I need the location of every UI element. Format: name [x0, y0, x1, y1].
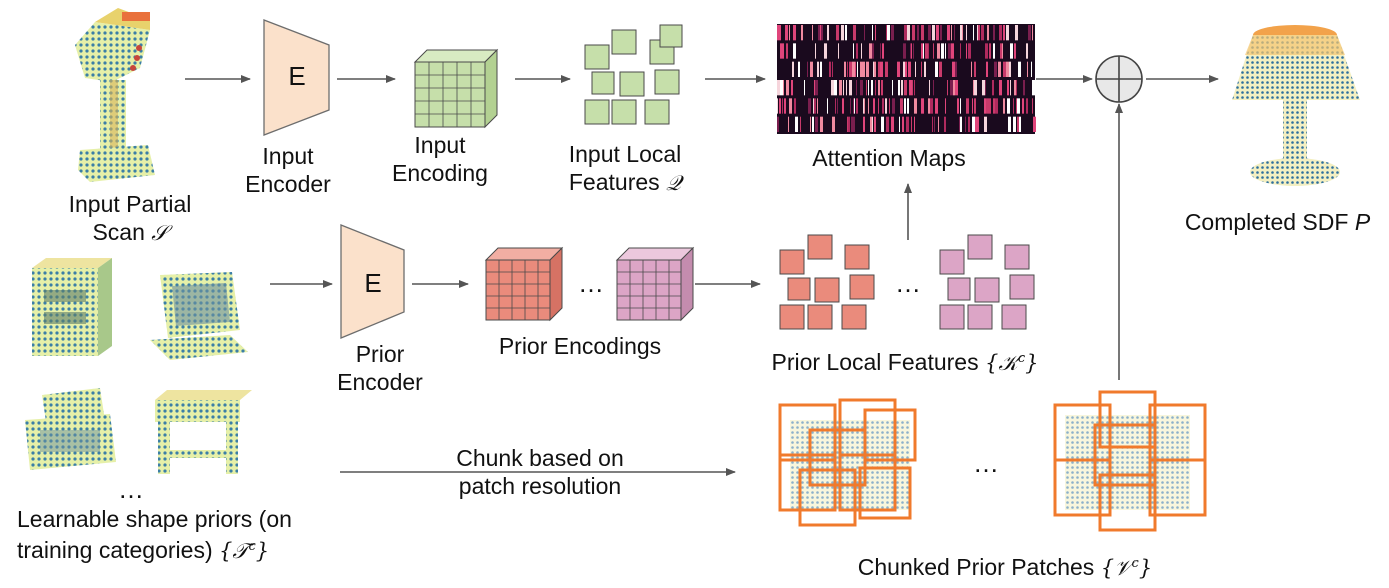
shape-priors-label: Learnable shape priors (on training cate… [17, 506, 292, 563]
attention-maps-label: Attention Maps [812, 145, 966, 171]
input-encoder-letter: E [288, 61, 306, 91]
prior-table [155, 390, 252, 474]
chunk-step-label: Chunk based on patch resolution [456, 445, 624, 499]
prior-monitor [150, 272, 248, 360]
prior-local-features-label: Prior Local Features {𝒦c} [771, 349, 1039, 375]
input-encoding-label: Input Encoding [392, 132, 488, 186]
prior-local-features-red [779, 234, 875, 330]
chunked-patches-group-1 [778, 398, 917, 527]
completed-sdf-label: Completed SDF P [1184, 209, 1371, 235]
patches-ellipsis: … [973, 448, 999, 478]
input-encoder-block [263, 19, 330, 136]
arrows [185, 75, 1219, 476]
chunked-patches-label: Chunked Prior Patches {𝒱c} [857, 554, 1153, 580]
input-encoding-cube [413, 48, 499, 129]
prior-armchair [25, 388, 116, 470]
shape-priors-images [25, 258, 252, 474]
prior-local-features-pink [939, 234, 1035, 330]
attention-maps-image [777, 24, 1036, 134]
prior-encodings-ellipsis: … [578, 268, 604, 298]
input-local-features-cubes [584, 24, 683, 125]
shape-priors-ellipsis: … [118, 474, 144, 504]
prior-encoding-cube-red [484, 246, 564, 322]
input-encoder-label: Input Encoder [245, 143, 331, 197]
chunked-patches-group-2 [1053, 390, 1207, 532]
sum-node [1095, 55, 1143, 103]
input-local-features-label: Input Local Features 𝒬 [568, 141, 682, 195]
prior-encoder-label: Prior Encoder [337, 341, 423, 395]
prior-features-ellipsis: … [895, 268, 921, 298]
prior-cabinet [32, 258, 112, 356]
prior-encodings-label: Prior Encodings [498, 333, 662, 359]
prior-encoder-block [340, 224, 405, 339]
prior-encoder-letter: E [364, 268, 382, 298]
input-partial-scan-image [75, 8, 155, 182]
input-scan-label: Input Partial Scan 𝒮 [68, 191, 192, 245]
completed-sdf-image [1232, 25, 1360, 186]
prior-encoding-cube-pink [615, 246, 695, 322]
